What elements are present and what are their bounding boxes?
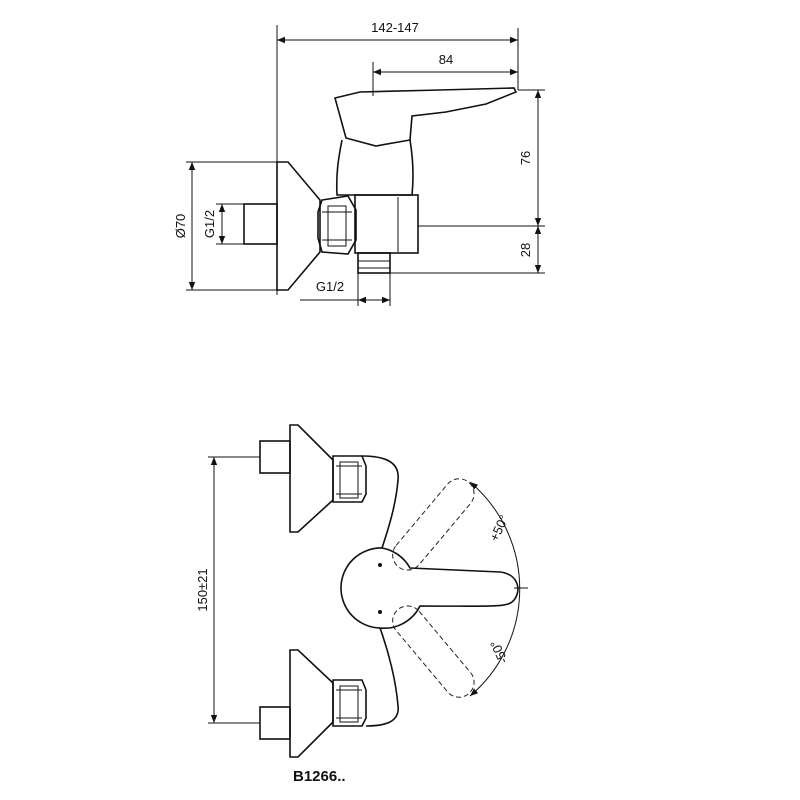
lever-plus-position [392,478,475,571]
lever-ghost [392,605,475,698]
lower-hex-nut [332,679,367,727]
lever-ghost [392,478,475,571]
upper-inlet-stub [259,440,291,474]
lower-wall-flange [289,649,334,758]
top-view: +50° -50° 150±21 [195,424,528,758]
lower-inlet-stub [259,706,291,740]
inlet-thread-label: G1/2 [202,210,217,238]
overall-depth-label: 142-147 [371,20,419,35]
wall-flange [276,161,321,291]
rotation-arc [469,481,521,697]
marker-dot [378,563,382,567]
outlet-height-label: 28 [518,243,533,257]
lever-handle [334,87,518,147]
upper-hex-nut [332,455,367,503]
hex-nut [317,195,357,255]
rotation-plus-label: +50° [486,513,511,544]
product-code: B1266.. [293,768,346,785]
cartridge-disc [340,547,383,629]
lever-minus-position [392,605,475,698]
rotation-minus-label: -50° [487,638,511,666]
lever-reach-label: 84 [439,52,453,67]
nut-face [327,205,347,247]
upper-wall-flange [289,424,334,533]
mixer-body [354,194,419,254]
flange-diameter-label: Ø70 [173,214,188,239]
nut-face [339,685,359,723]
nut-face [339,461,359,499]
outlet-thread-label: G1/2 [316,279,344,294]
outlet-thread [357,252,391,274]
valve-body [335,139,414,196]
side-view: 142-147 84 Ø70 G1/2 [173,20,545,306]
inlet-spacing-label: 150±21 [195,568,210,611]
marker-dot [378,610,382,614]
mixer-body-outline [361,455,519,727]
lever-height-label: 76 [518,151,533,165]
inlet-stub [243,203,278,245]
